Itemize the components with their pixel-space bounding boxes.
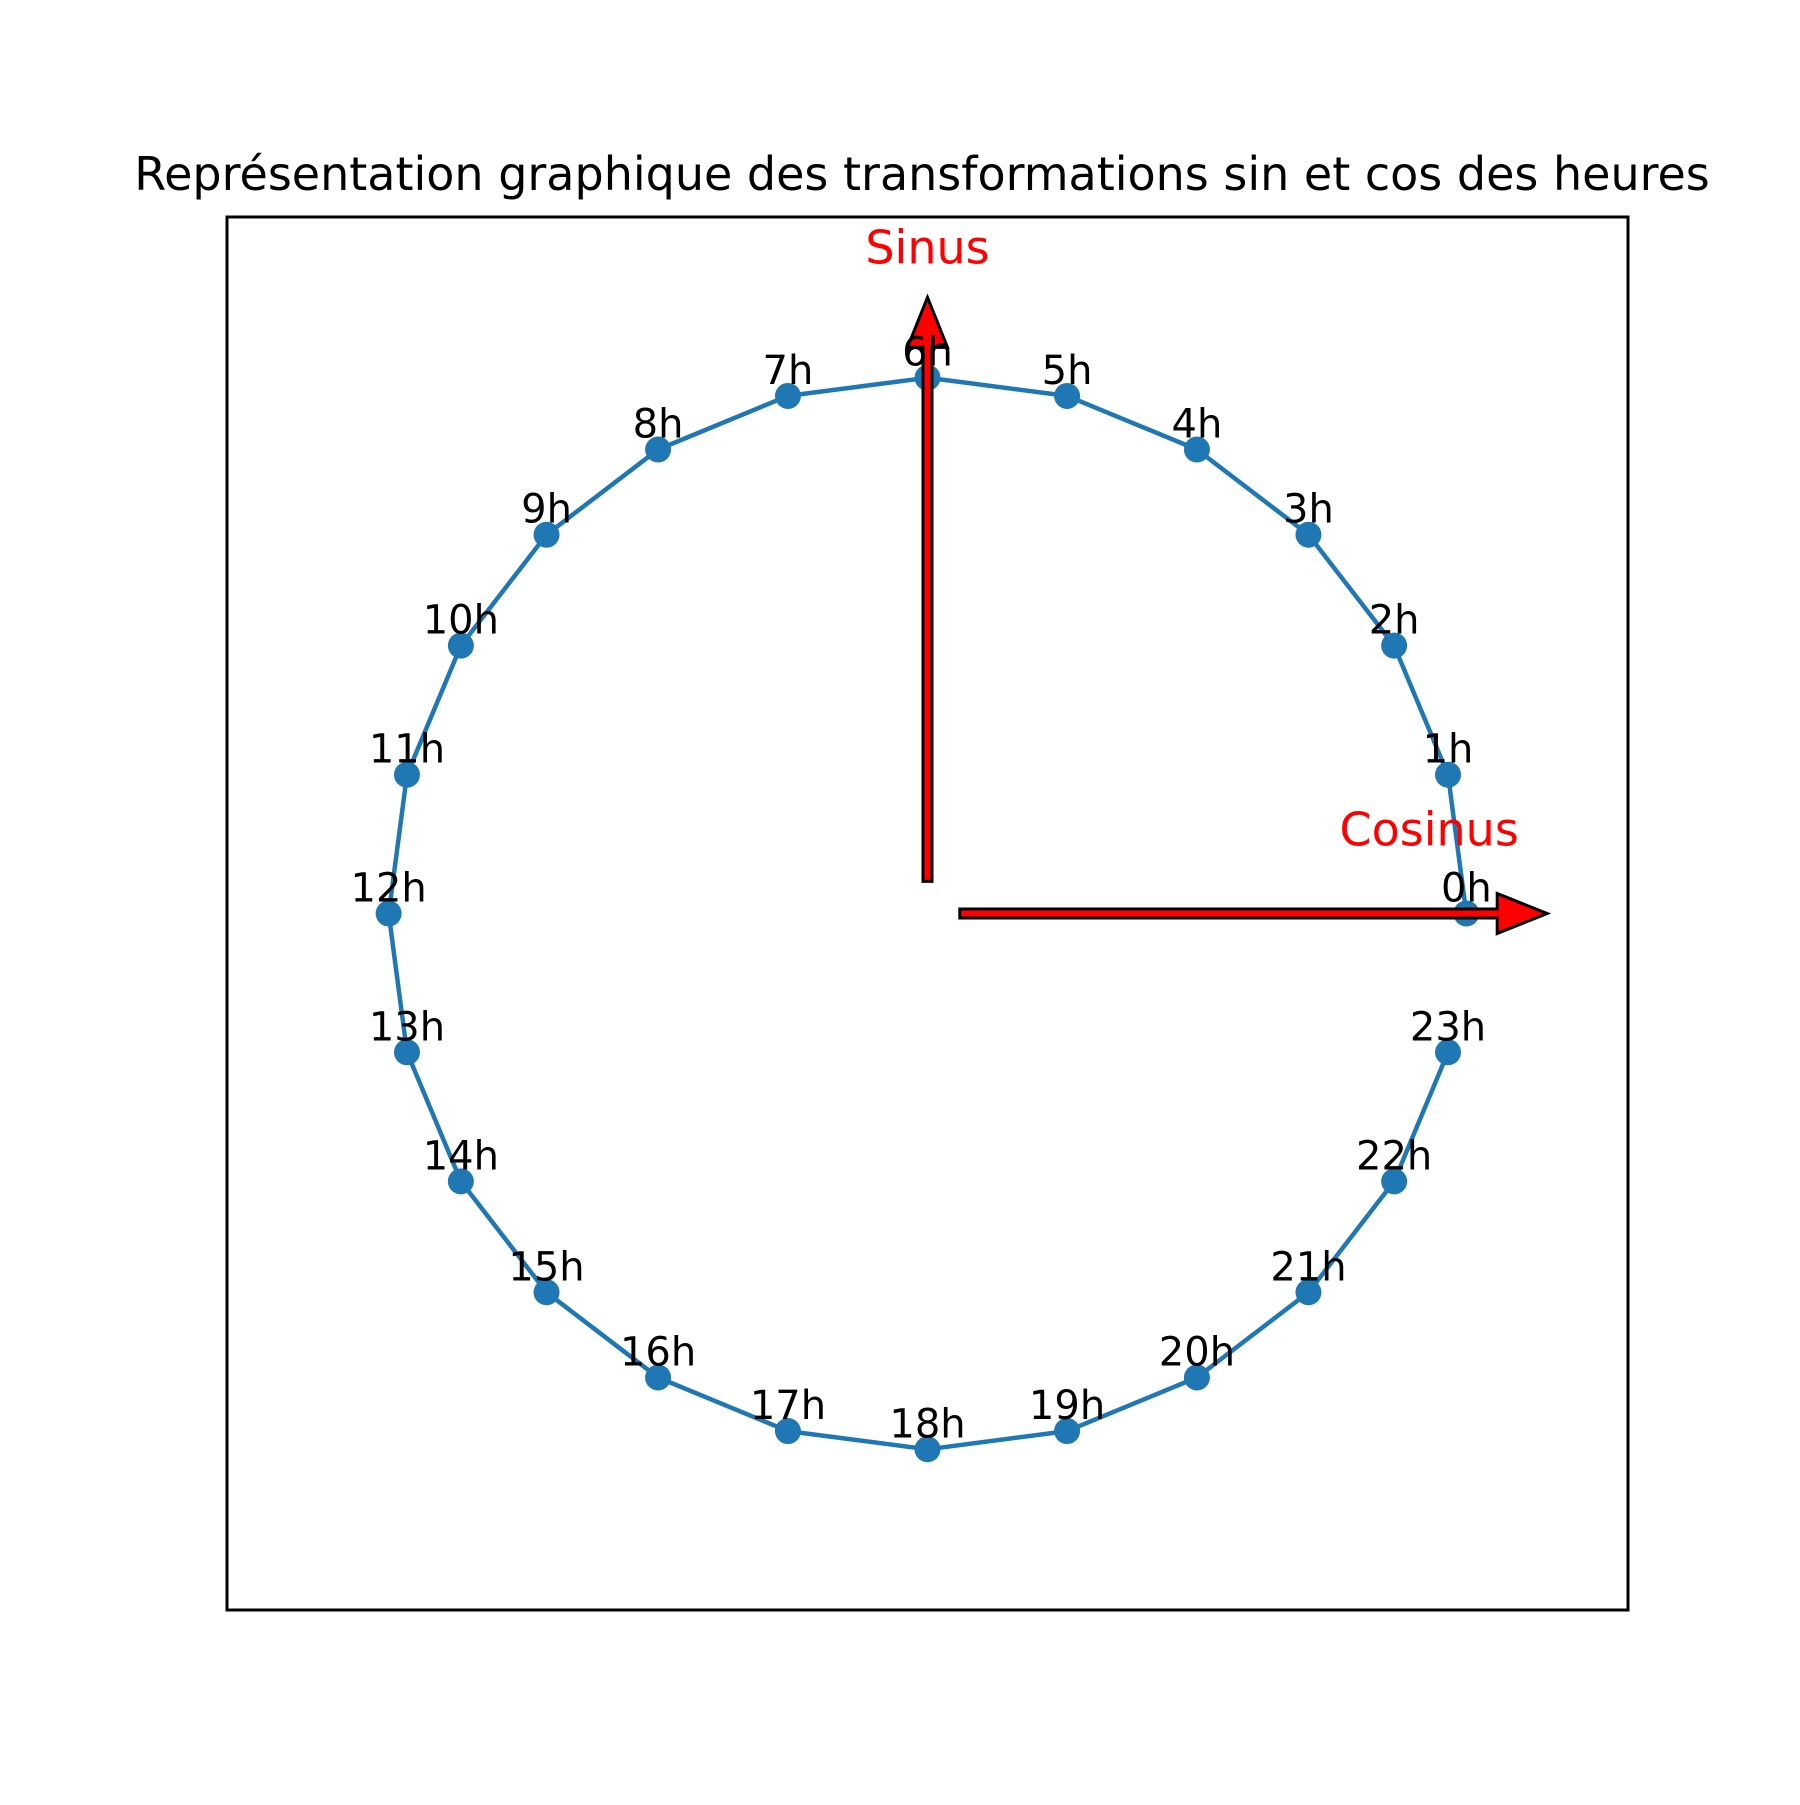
cosinus-label: Cosinus [1340,803,1519,857]
plot-area: 0h 1h 2h 3h 4h 5h 6h 7h 8h 9h 10h 11h 12h 13h 14h 15h 16… [351,220,1552,1463]
hour-label-6h: 6h [902,330,953,376]
hour-label-15h: 15h [508,1244,584,1290]
sinus-label: Sinus [865,220,989,274]
hour-label-19h: 19h [1029,1383,1105,1429]
data-point-12h [375,900,402,927]
series-line [386,375,1469,1452]
chart-title: Représentation graphique des transformat… [134,147,1710,201]
hour-label-1h: 1h [1423,727,1474,773]
data-point-16h [645,1364,672,1391]
hour-label-3h: 3h [1283,487,1334,533]
data-point-4h [1183,436,1210,463]
hour-label-13h: 13h [369,1004,445,1050]
data-point-20h [1183,1364,1210,1391]
hour-label-17h: 17h [750,1383,826,1429]
data-point-3h [1295,521,1322,548]
data-point-22h [1381,1168,1408,1195]
cosinus-arrow [958,891,1552,936]
data-point-9h [533,521,560,548]
data-point-23h [1435,1039,1462,1066]
data-point-11h [393,761,420,788]
data-point-1h [1435,761,1462,788]
hour-label-4h: 4h [1172,402,1223,448]
data-point-19h [1054,1418,1081,1445]
sinus-arrow [905,293,950,883]
hour-label-23h: 23h [1410,1004,1486,1050]
hour-label-21h: 21h [1270,1244,1346,1290]
hour-label-14h: 14h [423,1133,499,1179]
hour-label-11h: 11h [369,727,445,773]
hour-label-2h: 2h [1369,598,1420,644]
hour-label-8h: 8h [633,402,684,448]
data-point-17h [774,1418,801,1445]
data-point-7h [774,382,801,409]
data-point-10h [447,632,474,659]
data-point-8h [645,436,672,463]
data-point-18h [914,1436,941,1463]
hour-label-9h: 9h [521,487,572,533]
hour-label-10h: 10h [423,598,499,644]
hour-label-5h: 5h [1042,348,1093,394]
hour-label-16h: 16h [620,1329,696,1375]
data-point-21h [1295,1279,1322,1306]
data-point-5h [1054,382,1081,409]
data-point-2h [1381,632,1408,659]
data-point-15h [533,1279,560,1306]
data-point-14h [447,1168,474,1195]
hour-label-7h: 7h [763,348,814,394]
hour-label-22h: 22h [1356,1133,1432,1179]
hour-label-12h: 12h [351,866,427,912]
hour-label-20h: 20h [1159,1329,1235,1375]
hour-label-18h: 18h [889,1401,965,1447]
hour-label-0h: 0h [1441,866,1492,912]
data-point-13h [393,1039,420,1066]
